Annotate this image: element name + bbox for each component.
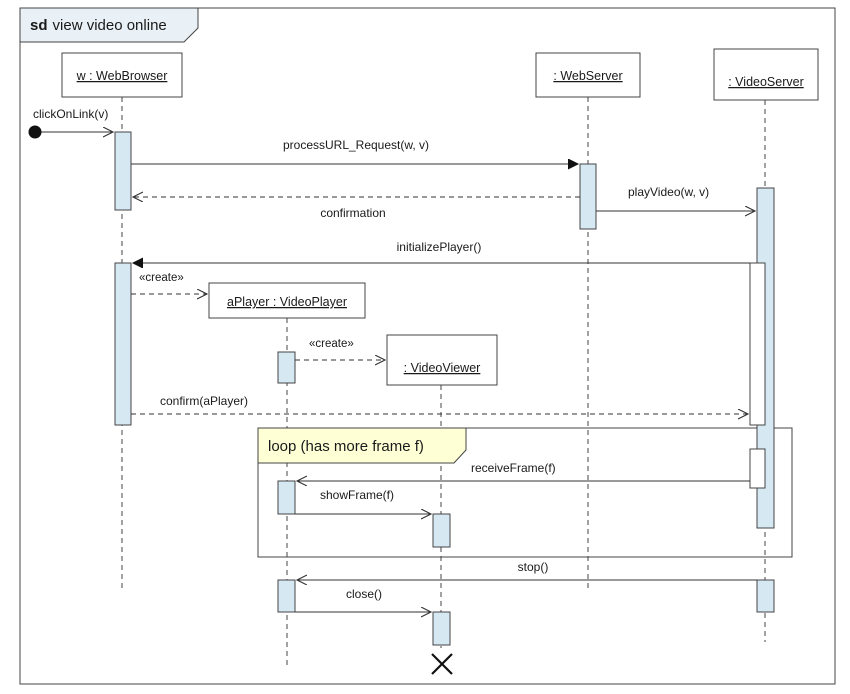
msg-label-create-viewer: «create» <box>309 338 354 350</box>
activation-player-3 <box>277 579 296 613</box>
activation-viewer-2 <box>432 611 451 646</box>
msg-label-processurl: processURL_Request(w, v) <box>283 138 429 152</box>
lifeline-head-player <box>208 282 366 319</box>
activation-webserver-1 <box>579 163 597 230</box>
msg-label-stop: stop() <box>518 560 549 574</box>
msg-label-clickonlink: clickOnLink(v) <box>33 107 108 121</box>
msg-label-receiveframe: receiveFrame(f) <box>471 461 556 475</box>
activation-viewer-1 <box>432 513 451 548</box>
frame-tab <box>19 7 199 43</box>
activation-videoserver-3 <box>756 579 775 613</box>
msg-label-close: close() <box>346 587 382 601</box>
activation-browser-1 <box>114 131 132 211</box>
loop-fragment <box>257 427 793 558</box>
lifeline-head-browser <box>61 52 183 98</box>
msg-label-create-player: «create» <box>139 272 184 284</box>
activation-browser-2 <box>114 262 132 426</box>
loop-label: loop (has more frame f) <box>268 438 424 455</box>
msg-label-initializeplayer: initializePlayer() <box>397 240 482 254</box>
lifeline-head-webserver <box>535 52 641 98</box>
activation-videoserver-2 <box>749 262 766 426</box>
lifeline-label-browser: w : WebBrowser <box>76 69 168 83</box>
found-message-dot-icon <box>28 125 42 139</box>
lifeline-label-viewer: : VideoViewer <box>404 361 481 375</box>
activation-videoserver-loop <box>749 448 766 489</box>
lifeline-label-videoserver: : VideoServer <box>728 75 804 89</box>
activation-player-1 <box>277 351 296 384</box>
activations <box>114 131 775 646</box>
message-lines <box>35 132 757 612</box>
nested-activations <box>749 262 766 489</box>
lifeline-head-viewer <box>386 334 498 386</box>
lifeline-label-player: aPlayer : VideoPlayer <box>227 295 347 309</box>
msg-label-confirmation: confirmation <box>320 206 385 220</box>
lifeline-head-videoserver <box>713 48 819 101</box>
msg-label-playvideo: playVideo(w, v) <box>628 185 709 199</box>
lifeline-label-webserver: : WebServer <box>553 69 622 83</box>
x-destruction-icon <box>431 653 453 675</box>
msg-label-confirm: confirm(aPlayer) <box>160 394 248 408</box>
loop-label-box <box>257 427 467 464</box>
msg-label-showframe: showFrame(f) <box>320 488 394 502</box>
activation-player-2 <box>277 480 296 515</box>
